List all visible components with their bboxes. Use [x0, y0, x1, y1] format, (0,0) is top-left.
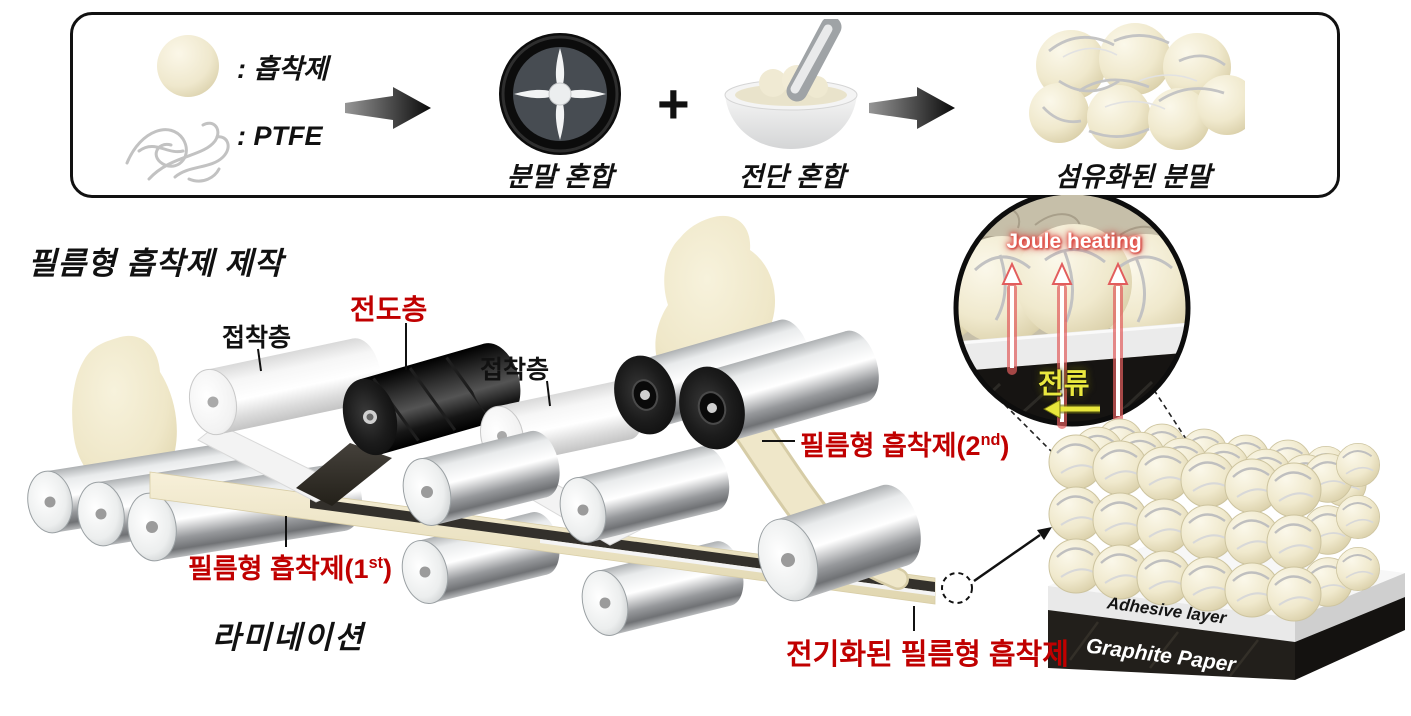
heat-arrows [1001, 261, 1129, 429]
film-2nd-sup: nd [980, 431, 1001, 449]
conductive-roll [342, 343, 521, 456]
laminated-stack: Adhesive layer Graphite Paper [1047, 418, 1405, 680]
film-1st-close: ) [382, 554, 392, 584]
nip-roller [559, 446, 730, 543]
film-2nd-main: 필름형 흡착제(2 [800, 431, 981, 461]
label-leader-lines [257, 323, 915, 631]
section-title: 필름형 흡착제 제작 [28, 246, 284, 281]
film-adsorbent-2nd-label: 필름형 흡착제(2nd) [800, 424, 1009, 463]
press-roller [757, 484, 921, 602]
carbon-sheet [296, 443, 392, 506]
adsorbent-dough-1 [72, 335, 177, 494]
legend-panel: : 흡착제 : PTFE 분말 혼합 + 전단 혼합 [70, 12, 1340, 198]
fiberized-powder-icon [1029, 23, 1245, 150]
blender-blades-icon [499, 33, 621, 155]
film-adsorbent-1st-label: 필름형 흡착제(1st) [188, 547, 392, 586]
current-arrow [1042, 399, 1100, 419]
adhesive-front-face [1048, 586, 1295, 642]
shear-mixing-label: 전단 혼합 [738, 162, 846, 192]
magnifier-arrow-head [1037, 527, 1052, 540]
adhesive-side-face [1295, 573, 1405, 642]
adhesive-roll-1 [188, 338, 381, 436]
adsorbent-sphere-icon [157, 35, 219, 97]
lamination-machine-illustration: Adhesive layer Graphite Paper [27, 195, 1405, 680]
graphite-side-face [1295, 597, 1405, 680]
adhesive-layer-label-1: 접착층 [222, 324, 292, 352]
joule-heating-label: Joule heating [1006, 230, 1142, 253]
conductive-layer-label: 전도층 [350, 294, 428, 325]
fiberized-powder-label: 섬유화된 분말 [1054, 162, 1212, 192]
current-label: 전류 [1038, 368, 1090, 399]
graphite-front-face [1048, 610, 1295, 680]
plus-sign: + [657, 72, 690, 135]
magnifier-arrow-line [973, 533, 1041, 583]
nip-roller [402, 430, 560, 526]
film-1st-main: 필름형 흡착제(1 [188, 554, 369, 584]
magnifier-dashed-circle [941, 572, 973, 604]
ptfe-legend-label: : PTFE [237, 121, 323, 151]
ptfe-fiber-icon [125, 121, 230, 183]
film-1st-sup: st [368, 554, 383, 572]
adhesive-layer-label-2: 접착층 [480, 356, 550, 384]
flanged-roller [679, 330, 879, 450]
powder-mixing-label: 분말 혼합 [506, 162, 614, 192]
film-2nd-close: ) [1000, 431, 1010, 461]
lamination-label: 라미네이션 [212, 620, 365, 655]
process-arrow-icon [869, 87, 955, 129]
process-arrow-icon [345, 87, 431, 129]
adsorbent-legend-label: : 흡착제 [237, 54, 329, 84]
mortar-pestle-icon [724, 19, 858, 149]
electrified-film-label: 전기화된 필름형 흡착제 [786, 639, 1069, 671]
joule-heating-inset [953, 195, 1191, 429]
